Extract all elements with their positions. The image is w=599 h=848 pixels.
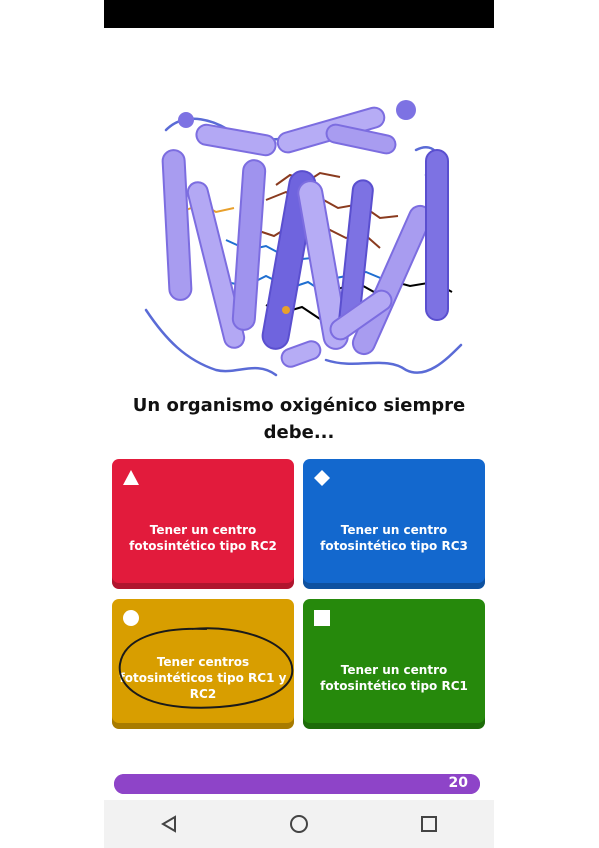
protein-structure-illustration <box>144 100 463 377</box>
recents-button[interactable] <box>409 804 449 844</box>
answer-button-blue[interactable]: Tener un centro fotosintético tipo RC3 <box>303 459 485 589</box>
timer-fill <box>114 774 480 794</box>
answer-button-red[interactable]: Tener un centro fotosintético tipo RC2 <box>112 459 294 589</box>
android-navigation-bar <box>104 800 494 848</box>
home-icon <box>290 815 308 833</box>
question-text: Un organismo oxigénico siempre debe... <box>132 395 466 443</box>
answer-label: Tener centros fotosintéticos tipo RC1 y … <box>119 655 287 701</box>
status-bar <box>104 0 494 28</box>
back-icon <box>161 815 176 833</box>
square-icon <box>314 610 330 626</box>
answer-button-green[interactable]: Tener un centro fotosintético tipo RC1 <box>303 599 485 729</box>
home-button[interactable] <box>279 804 319 844</box>
answer-label: Tener un centro fotosintético tipo RC2 <box>129 523 277 553</box>
triangle-icon <box>123 470 139 485</box>
circle-icon <box>123 610 139 626</box>
diamond-icon <box>314 470 330 486</box>
phone-screen: Un organismo oxigénico siempre debe... T… <box>104 0 494 848</box>
question-image <box>104 28 494 378</box>
answer-label: Tener un centro fotosintético tipo RC1 <box>320 663 468 693</box>
answer-button-yellow[interactable]: Tener centros fotosintéticos tipo RC1 y … <box>112 599 294 729</box>
recents-icon <box>421 816 437 832</box>
answer-label: Tener un centro fotosintético tipo RC3 <box>320 523 468 553</box>
back-button[interactable] <box>149 804 189 844</box>
timer-bar: 20 <box>114 774 480 794</box>
timer-count: 20 <box>448 775 468 791</box>
